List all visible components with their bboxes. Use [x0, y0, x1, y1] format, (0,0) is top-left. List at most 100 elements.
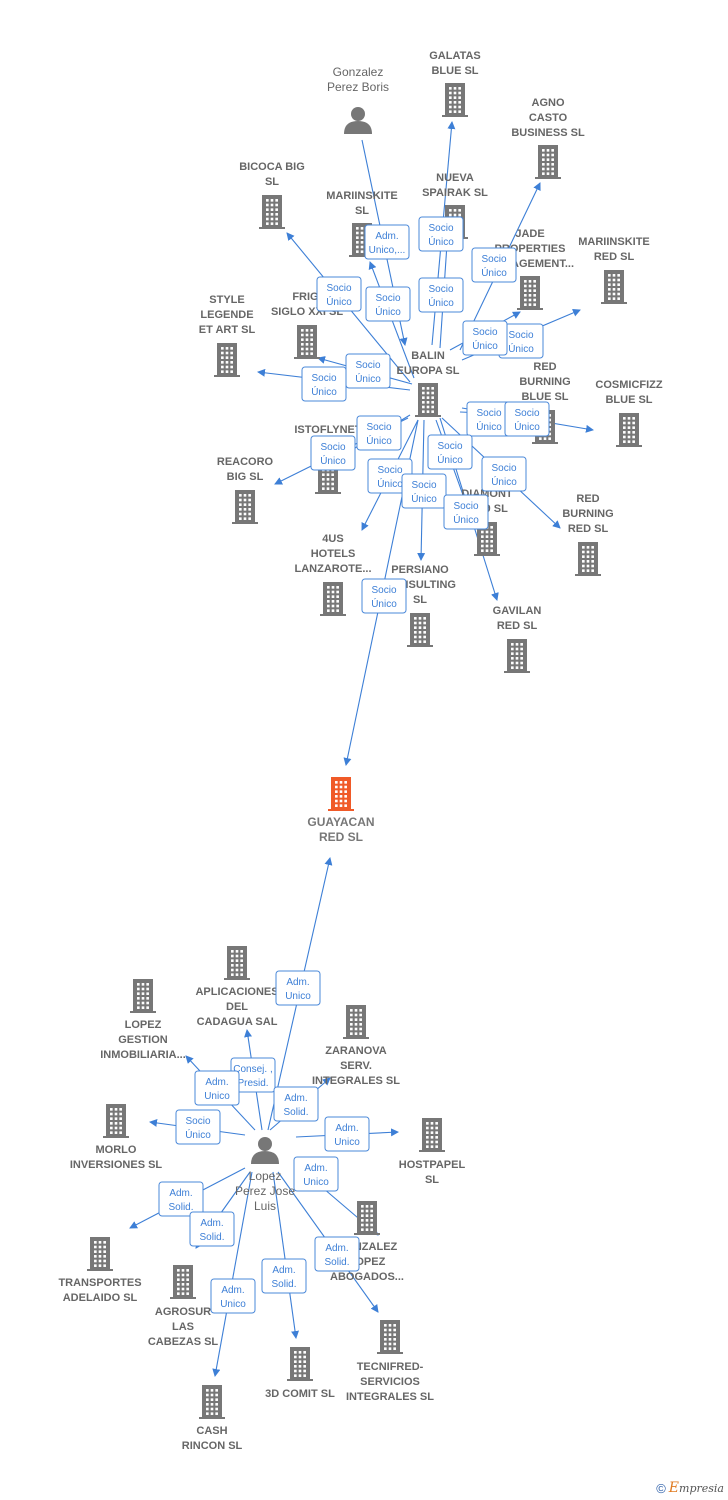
node-label: GESTION: [118, 1034, 168, 1046]
company-node-comit3d[interactable]: 3D COMIT SL: [265, 1347, 335, 1400]
node-label: SL: [355, 205, 369, 217]
edge-label-lopez_jose-transportes[interactable]: Adm.Solid.: [158, 1181, 204, 1217]
building-icon: [103, 1104, 129, 1138]
company-node-gavilan[interactable]: GAVILAN RED SL: [493, 605, 542, 673]
node-label: COSMICFIZZ: [595, 379, 662, 391]
edge-label-lopez_jose-comit3d[interactable]: Adm.Solid.: [261, 1258, 307, 1294]
edge-label-lopez_jose-guayacan[interactable]: Adm.Unico: [275, 970, 321, 1006]
edge-label-lopez_jose-hostpapel[interactable]: Adm.Unico: [324, 1116, 370, 1152]
node-label: RED SL: [568, 523, 609, 535]
node-label: RED SL: [497, 620, 538, 632]
edge-label-text: Solid.: [283, 1107, 308, 1118]
edge-label-lopez_jose-lopez_gestion[interactable]: Adm.Unico: [194, 1070, 240, 1106]
node-label: BLUE SL: [431, 65, 478, 77]
building-icon: [415, 383, 441, 417]
company-node-lopez_gestion[interactable]: LOPEZGESTIONINMOBILIARIA...: [100, 979, 186, 1061]
node-label: INVERSIONES SL: [70, 1159, 163, 1171]
building-icon: [504, 639, 530, 673]
footer-brand[interactable]: © Empresia: [656, 1480, 724, 1496]
company-node-hotels4us[interactable]: 4USHOTELSLANZAROTE...: [295, 533, 372, 616]
building-icon: [320, 582, 346, 616]
node-label: AGROSUR: [155, 1306, 211, 1318]
edge-label-text: Único: [476, 420, 502, 433]
building-icon: [535, 145, 561, 179]
edge-label-text: Unico: [285, 991, 311, 1002]
node-label: Perez Jose: [235, 1184, 295, 1198]
edge-label-lopez_jose-zaranova[interactable]: Adm. Solid.: [273, 1086, 319, 1122]
edge-label-gonzalez_boris-balin[interactable]: Adm.Unico,...: [364, 224, 410, 260]
edge-label-lopez_jose-cash[interactable]: Adm.Unico: [210, 1278, 256, 1314]
edge-label-lopez_jose-aplicaciones[interactable]: Consej. ,Presid.: [230, 1057, 276, 1093]
building-icon: [328, 777, 354, 811]
edge-label-text: Adm.: [304, 1163, 327, 1174]
edge-label-lopez_jose-gonzalez_abogados[interactable]: Adm.Solid.: [314, 1236, 360, 1272]
edge-label-text: Socio: [326, 283, 351, 294]
edge-label-text: Socio: [371, 585, 396, 596]
node-label: SL: [265, 176, 279, 188]
node-label: HOSTPAPEL: [399, 1159, 466, 1171]
edge-label-text: Adm.: [325, 1243, 348, 1254]
company-node-hostpapel[interactable]: HOSTPAPEL SL: [399, 1118, 466, 1186]
edge-label-text: Solid.: [199, 1232, 224, 1243]
node-label: PERSIANO: [391, 564, 449, 576]
node-label: GAVILAN: [493, 605, 542, 617]
node-label: Gonzalez: [333, 65, 384, 79]
edge-label-text: Adm.: [221, 1285, 244, 1296]
edge-label-lopez_jose-agrosur[interactable]: Adm.Solid.: [189, 1211, 235, 1247]
building-icon: [616, 413, 642, 447]
node-label: MARIINSKITE: [578, 236, 650, 248]
node-label: INTEGRALES SL: [312, 1075, 400, 1087]
node-label: ZARANOVA: [325, 1045, 387, 1057]
node-label: Luis: [254, 1199, 276, 1213]
building-icon: [224, 946, 250, 980]
edge-label-text: Socio: [377, 465, 402, 476]
node-label: SL: [425, 1174, 439, 1186]
building-icon: [232, 490, 258, 524]
edge-label-lopez_jose-tecnifred[interactable]: Adm.Unico: [293, 1156, 339, 1192]
edge-label-text: Socio: [185, 1116, 210, 1127]
edge-label-text: Adm.: [284, 1093, 307, 1104]
